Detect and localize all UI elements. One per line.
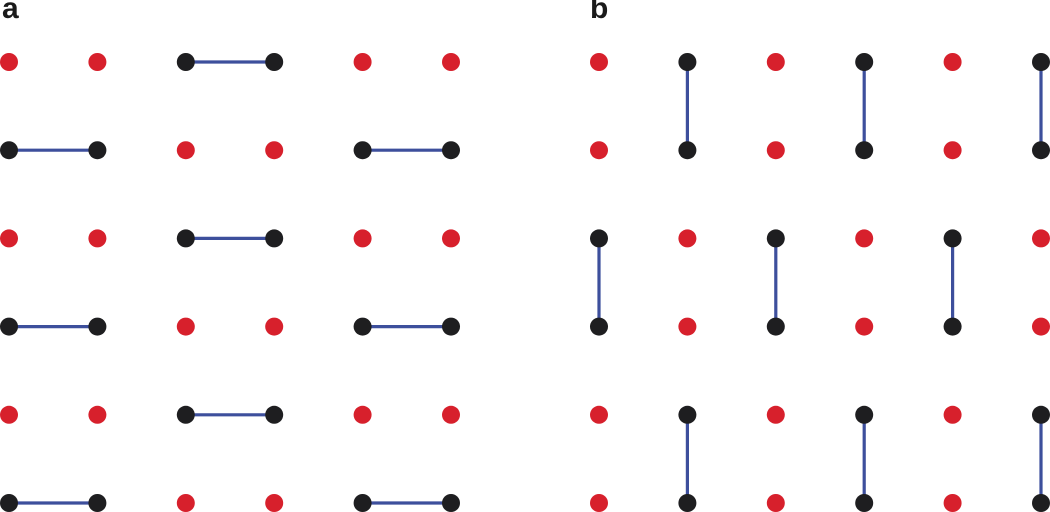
free-site <box>442 53 460 71</box>
bonded-site <box>442 317 460 336</box>
free-site <box>265 317 284 336</box>
free-site <box>265 141 284 160</box>
free-site <box>766 53 785 71</box>
free-site <box>442 229 460 248</box>
free-site <box>678 317 697 336</box>
bonded-site <box>855 494 874 512</box>
bonded-site <box>176 53 195 71</box>
free-site <box>766 141 785 160</box>
bonded-site <box>88 141 107 160</box>
free-site <box>943 405 962 424</box>
bonded-site <box>0 141 18 160</box>
bonded-site <box>265 405 284 424</box>
free-site <box>0 405 18 424</box>
bonded-site <box>678 141 697 160</box>
bonded-site <box>442 494 460 512</box>
bonded-site <box>766 229 785 248</box>
free-site <box>590 53 608 71</box>
bonded-site <box>678 53 697 71</box>
bonded-site <box>88 494 107 512</box>
bonded-site <box>590 317 608 336</box>
free-site <box>353 229 372 248</box>
free-site <box>0 229 18 248</box>
bonded-site <box>265 229 284 248</box>
bonded-site <box>176 405 195 424</box>
bonded-site <box>766 317 785 336</box>
bonded-site <box>1032 53 1050 71</box>
bonded-site <box>1032 494 1050 512</box>
panel-b <box>590 53 1050 512</box>
free-site <box>1032 229 1050 248</box>
bonded-site <box>1032 141 1050 160</box>
free-site <box>442 405 460 424</box>
bonded-site <box>678 494 697 512</box>
bonded-site <box>855 53 874 71</box>
panel-a-label: a <box>2 0 19 25</box>
free-site <box>176 141 195 160</box>
bonded-site <box>1032 405 1050 424</box>
bonded-site <box>943 229 962 248</box>
free-site <box>353 53 372 71</box>
bonded-site <box>442 141 460 160</box>
free-site <box>855 317 874 336</box>
free-site <box>766 405 785 424</box>
free-site <box>590 494 608 512</box>
bonded-site <box>176 229 195 248</box>
bonded-site <box>88 317 107 336</box>
free-site <box>590 405 608 424</box>
panel-a <box>0 53 460 512</box>
panel-b-label: b <box>590 0 609 25</box>
free-site <box>943 494 962 512</box>
free-site <box>1032 317 1050 336</box>
free-site <box>590 141 608 160</box>
bonded-site <box>265 53 284 71</box>
free-site <box>678 229 697 248</box>
free-site <box>88 229 107 248</box>
bonded-site <box>353 494 372 512</box>
bonded-site <box>353 317 372 336</box>
free-site <box>766 494 785 512</box>
free-site <box>265 494 284 512</box>
free-site <box>176 317 195 336</box>
bonded-site <box>855 405 874 424</box>
free-site <box>88 53 107 71</box>
free-site <box>353 405 372 424</box>
bonded-site <box>590 229 608 248</box>
free-site <box>176 494 195 512</box>
bonded-site <box>943 317 962 336</box>
free-site <box>0 53 18 71</box>
free-site <box>943 141 962 160</box>
bonded-site <box>678 405 697 424</box>
free-site <box>943 53 962 71</box>
bonded-site <box>0 317 18 336</box>
bonded-site <box>353 141 372 160</box>
free-site <box>855 229 874 248</box>
free-site <box>88 405 107 424</box>
bonded-site <box>0 494 18 512</box>
bonded-site <box>855 141 874 160</box>
